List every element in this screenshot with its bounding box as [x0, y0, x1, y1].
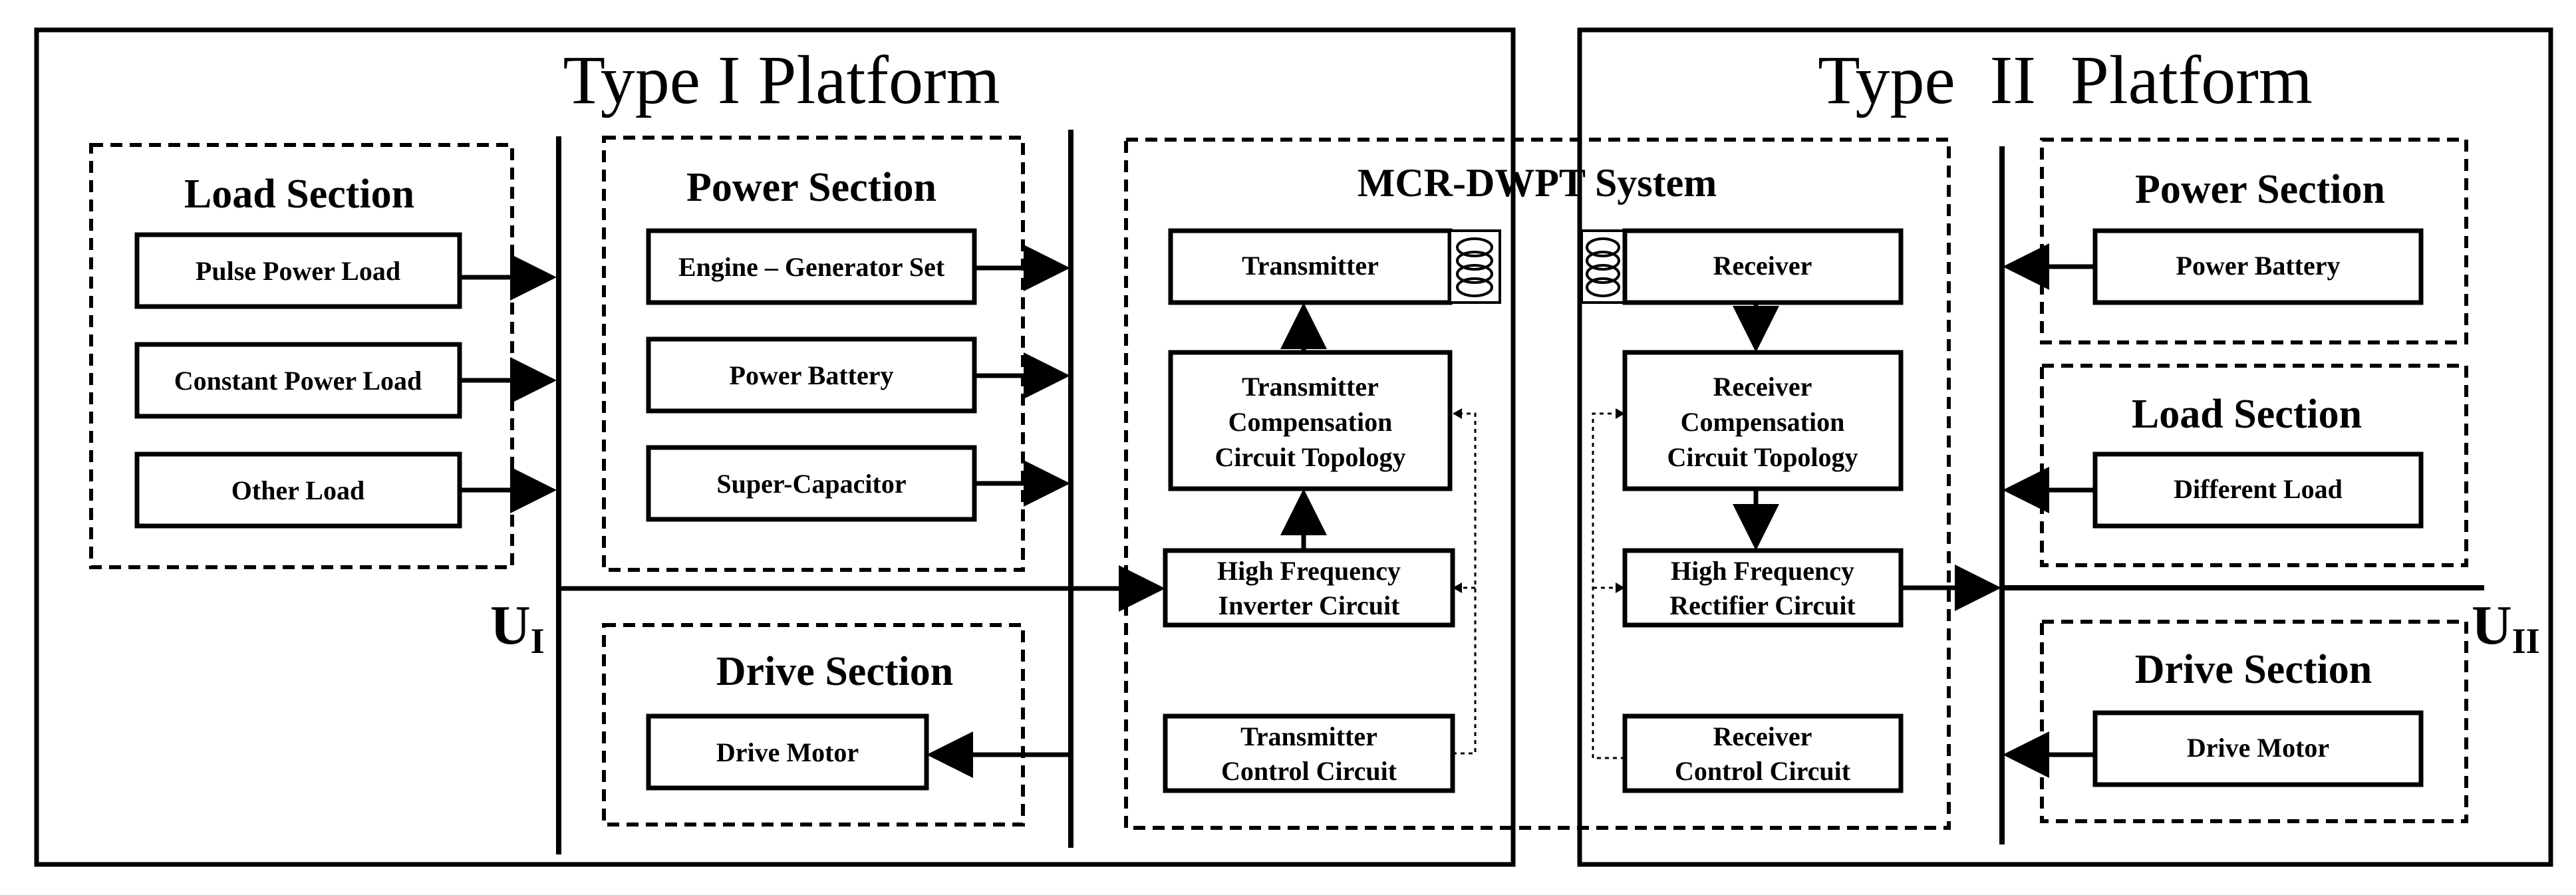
p2-bus-label: UII — [2472, 594, 2540, 661]
hf-rectifier-line1: High Frequency — [1671, 556, 1854, 586]
p2-drive-section-title: Drive Section — [2135, 647, 2372, 692]
constant-power-load-box — [134, 342, 462, 419]
different-load-box — [2092, 451, 2424, 529]
p1-bus-label: UI — [490, 594, 545, 661]
rx-control-line2: Control Circuit — [1675, 756, 1851, 786]
rx-control-arrowhead-comp — [1616, 408, 1625, 419]
p1-load-section-title: Load Section — [184, 172, 414, 217]
type2-platform-title: Type II Platform — [1818, 42, 2313, 118]
tx-control-line1: Transmitter — [1240, 721, 1377, 751]
different-load-label: Different Load — [2174, 474, 2343, 504]
p2-drive-motor-box — [2092, 710, 2424, 787]
rx-control-line1: Receiver — [1713, 721, 1812, 751]
other-load-box — [134, 451, 462, 529]
tx-control-line2: Control Circuit — [1221, 756, 1397, 786]
tx-compensation-line1: Transmitter — [1242, 372, 1379, 402]
transmitter-label: Transmitter — [1242, 251, 1379, 281]
rx-compensation-line2: Compensation — [1681, 407, 1845, 437]
pulse-power-load-label: Pulse Power Load — [196, 256, 400, 286]
p1-power-section-frame — [602, 136, 1025, 572]
receiver-coil-icon — [1586, 237, 1620, 297]
p1-drive-motor-label: Drive Motor — [716, 737, 859, 767]
hf-inverter-box — [1163, 548, 1455, 628]
constant-power-load-label: Constant Power Load — [174, 366, 422, 396]
hf-inverter-line2: Inverter Circuit — [1218, 590, 1401, 620]
receiver-label: Receiver — [1713, 251, 1812, 281]
mcr-dwpt-title: MCR-DWPT System — [1358, 161, 1717, 205]
other-load-label: Other Load — [231, 475, 364, 505]
rx-compensation-box — [1622, 350, 1904, 491]
p2-power-battery-box — [2092, 228, 2424, 305]
tx-control-arrowhead-comp — [1453, 408, 1462, 419]
tx-control-box — [1163, 713, 1455, 793]
p2-power-section-title: Power Section — [2135, 167, 2385, 212]
rx-control-box — [1622, 713, 1904, 793]
tx-compensation-line2: Compensation — [1228, 407, 1393, 437]
receiver-box — [1622, 228, 1904, 305]
p2-drive-motor-label: Drive Motor — [2187, 733, 2329, 763]
engine-generator-label: Engine – Generator Set — [678, 252, 945, 282]
tx-compensation-line3: Circuit Topology — [1215, 442, 1405, 472]
p2-load-section-frame — [2040, 364, 2468, 567]
rx-control-arrowhead-rect — [1616, 582, 1625, 593]
hf-inverter-line1: High Frequency — [1217, 556, 1401, 586]
transmitter-box — [1168, 228, 1453, 305]
rx-control-signal-line — [1592, 412, 1625, 759]
p2-power-battery-label: Power Battery — [2176, 251, 2341, 281]
transmitter-coil-icon — [1456, 237, 1493, 297]
pulse-power-load-box — [134, 232, 462, 309]
tx-control-signal-line — [1453, 412, 1477, 755]
p1-power-battery-box — [646, 336, 977, 414]
p2-load-section-title: Load Section — [2132, 392, 2362, 437]
p2-power-section-frame — [2040, 138, 2468, 344]
type1-platform-title: Type I Platform — [563, 42, 1000, 118]
rx-compensation-line3: Circuit Topology — [1667, 442, 1858, 472]
tx-compensation-box — [1168, 350, 1453, 491]
type2-platform-frame — [1577, 27, 2553, 867]
p1-drive-motor-box — [646, 713, 929, 791]
p1-drive-section-title: Drive Section — [716, 649, 953, 694]
p1-power-section-title: Power Section — [686, 165, 936, 210]
type1-platform-frame — [34, 27, 1516, 867]
p1-load-section-frame — [89, 143, 514, 569]
hf-rectifier-line2: Rectifier Circuit — [1669, 590, 1856, 620]
tx-control-arrowhead-inv — [1453, 582, 1462, 593]
p1-power-battery-label: Power Battery — [730, 360, 894, 390]
super-capacitor-label: Super-Capacitor — [716, 469, 906, 499]
p2-drive-section-frame — [2040, 620, 2468, 823]
hf-rectifier-box — [1622, 548, 1904, 628]
mcr-dwpt-region — [1124, 138, 1951, 830]
rx-compensation-line1: Receiver — [1713, 372, 1812, 402]
